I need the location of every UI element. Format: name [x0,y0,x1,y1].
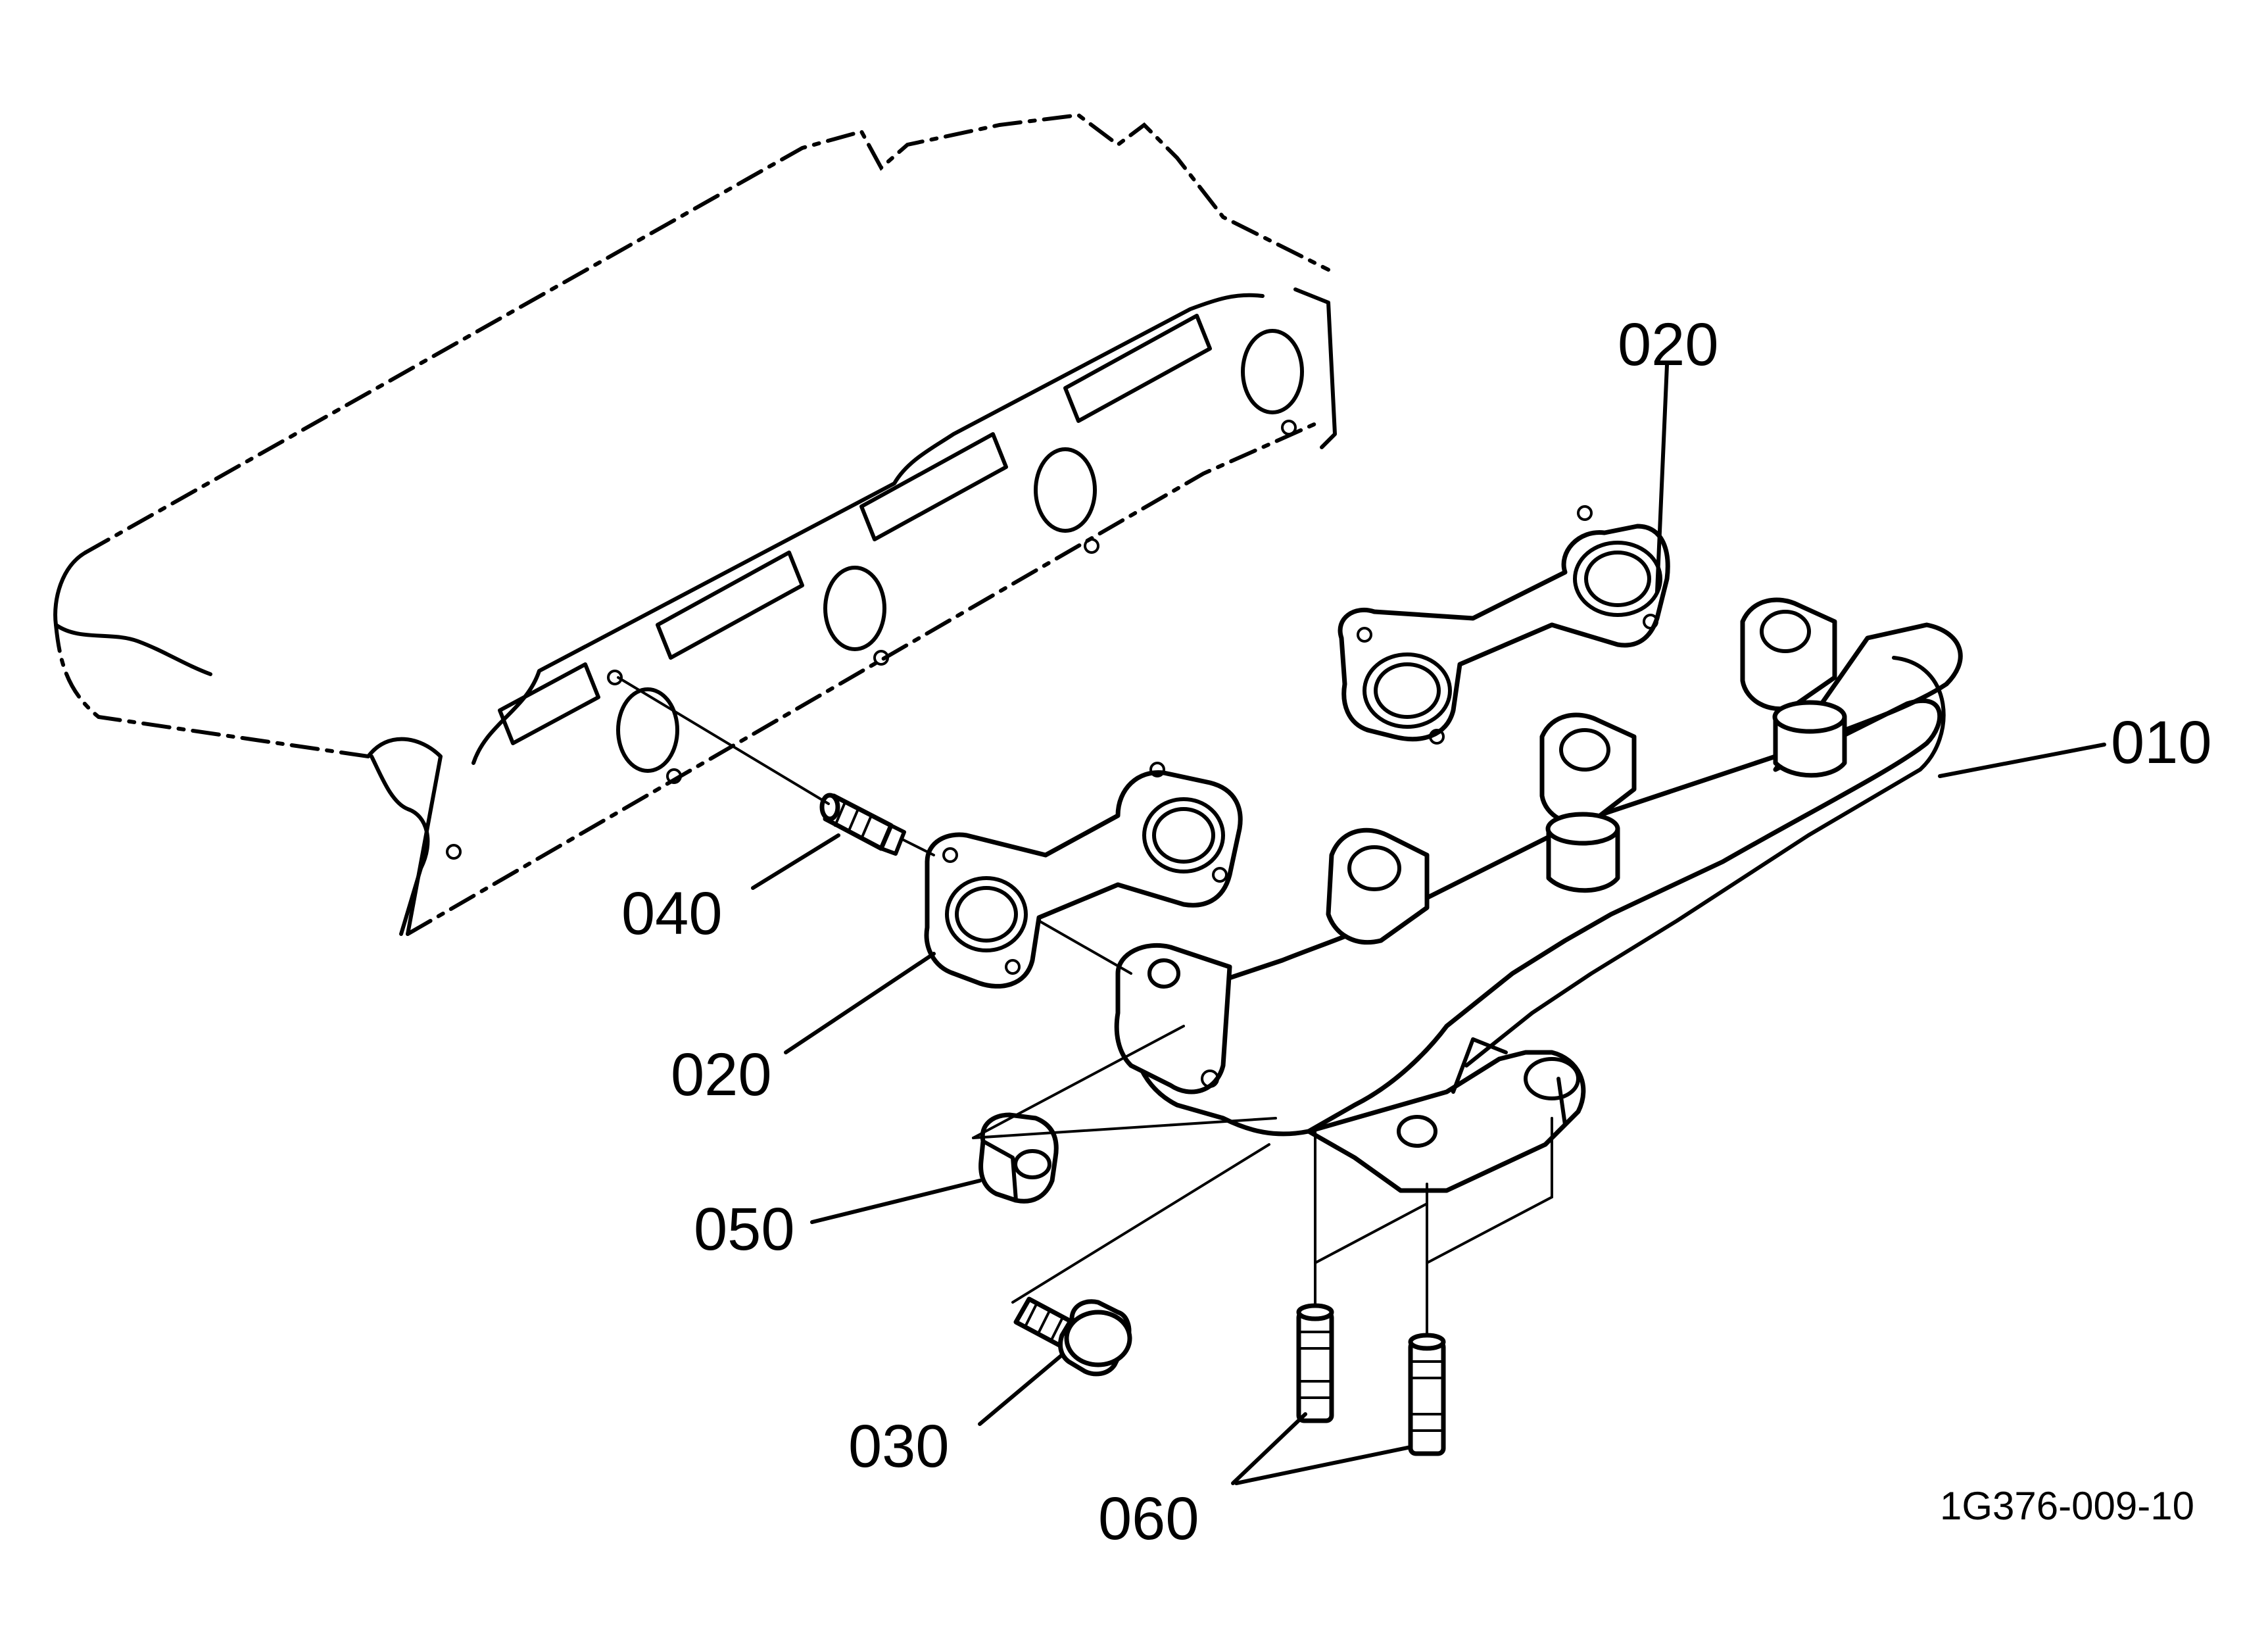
callout-020-upper: 020 [1618,311,1719,378]
callout-040: 040 [621,880,723,947]
stud-bolt-040 [819,793,906,856]
callout-030: 030 [848,1413,950,1480]
exhaust-manifold [1114,597,1963,1193]
assembly-lines [617,676,1553,1337]
cylinder-head [53,112,1337,936]
stud-bolts-060 [1296,1303,1446,1456]
figure-reference: 1G376-009-10 [1940,1484,2194,1528]
gasket-upper [1338,505,1670,745]
callout-050: 050 [694,1196,795,1263]
callout-020-lower: 020 [671,1041,772,1108]
bolt-030 [1013,1296,1132,1377]
callout-leaders [751,363,2106,1485]
callout-010: 010 [2111,709,2212,776]
callout-060: 060 [1098,1485,1199,1552]
gasket-lower [924,762,1243,989]
